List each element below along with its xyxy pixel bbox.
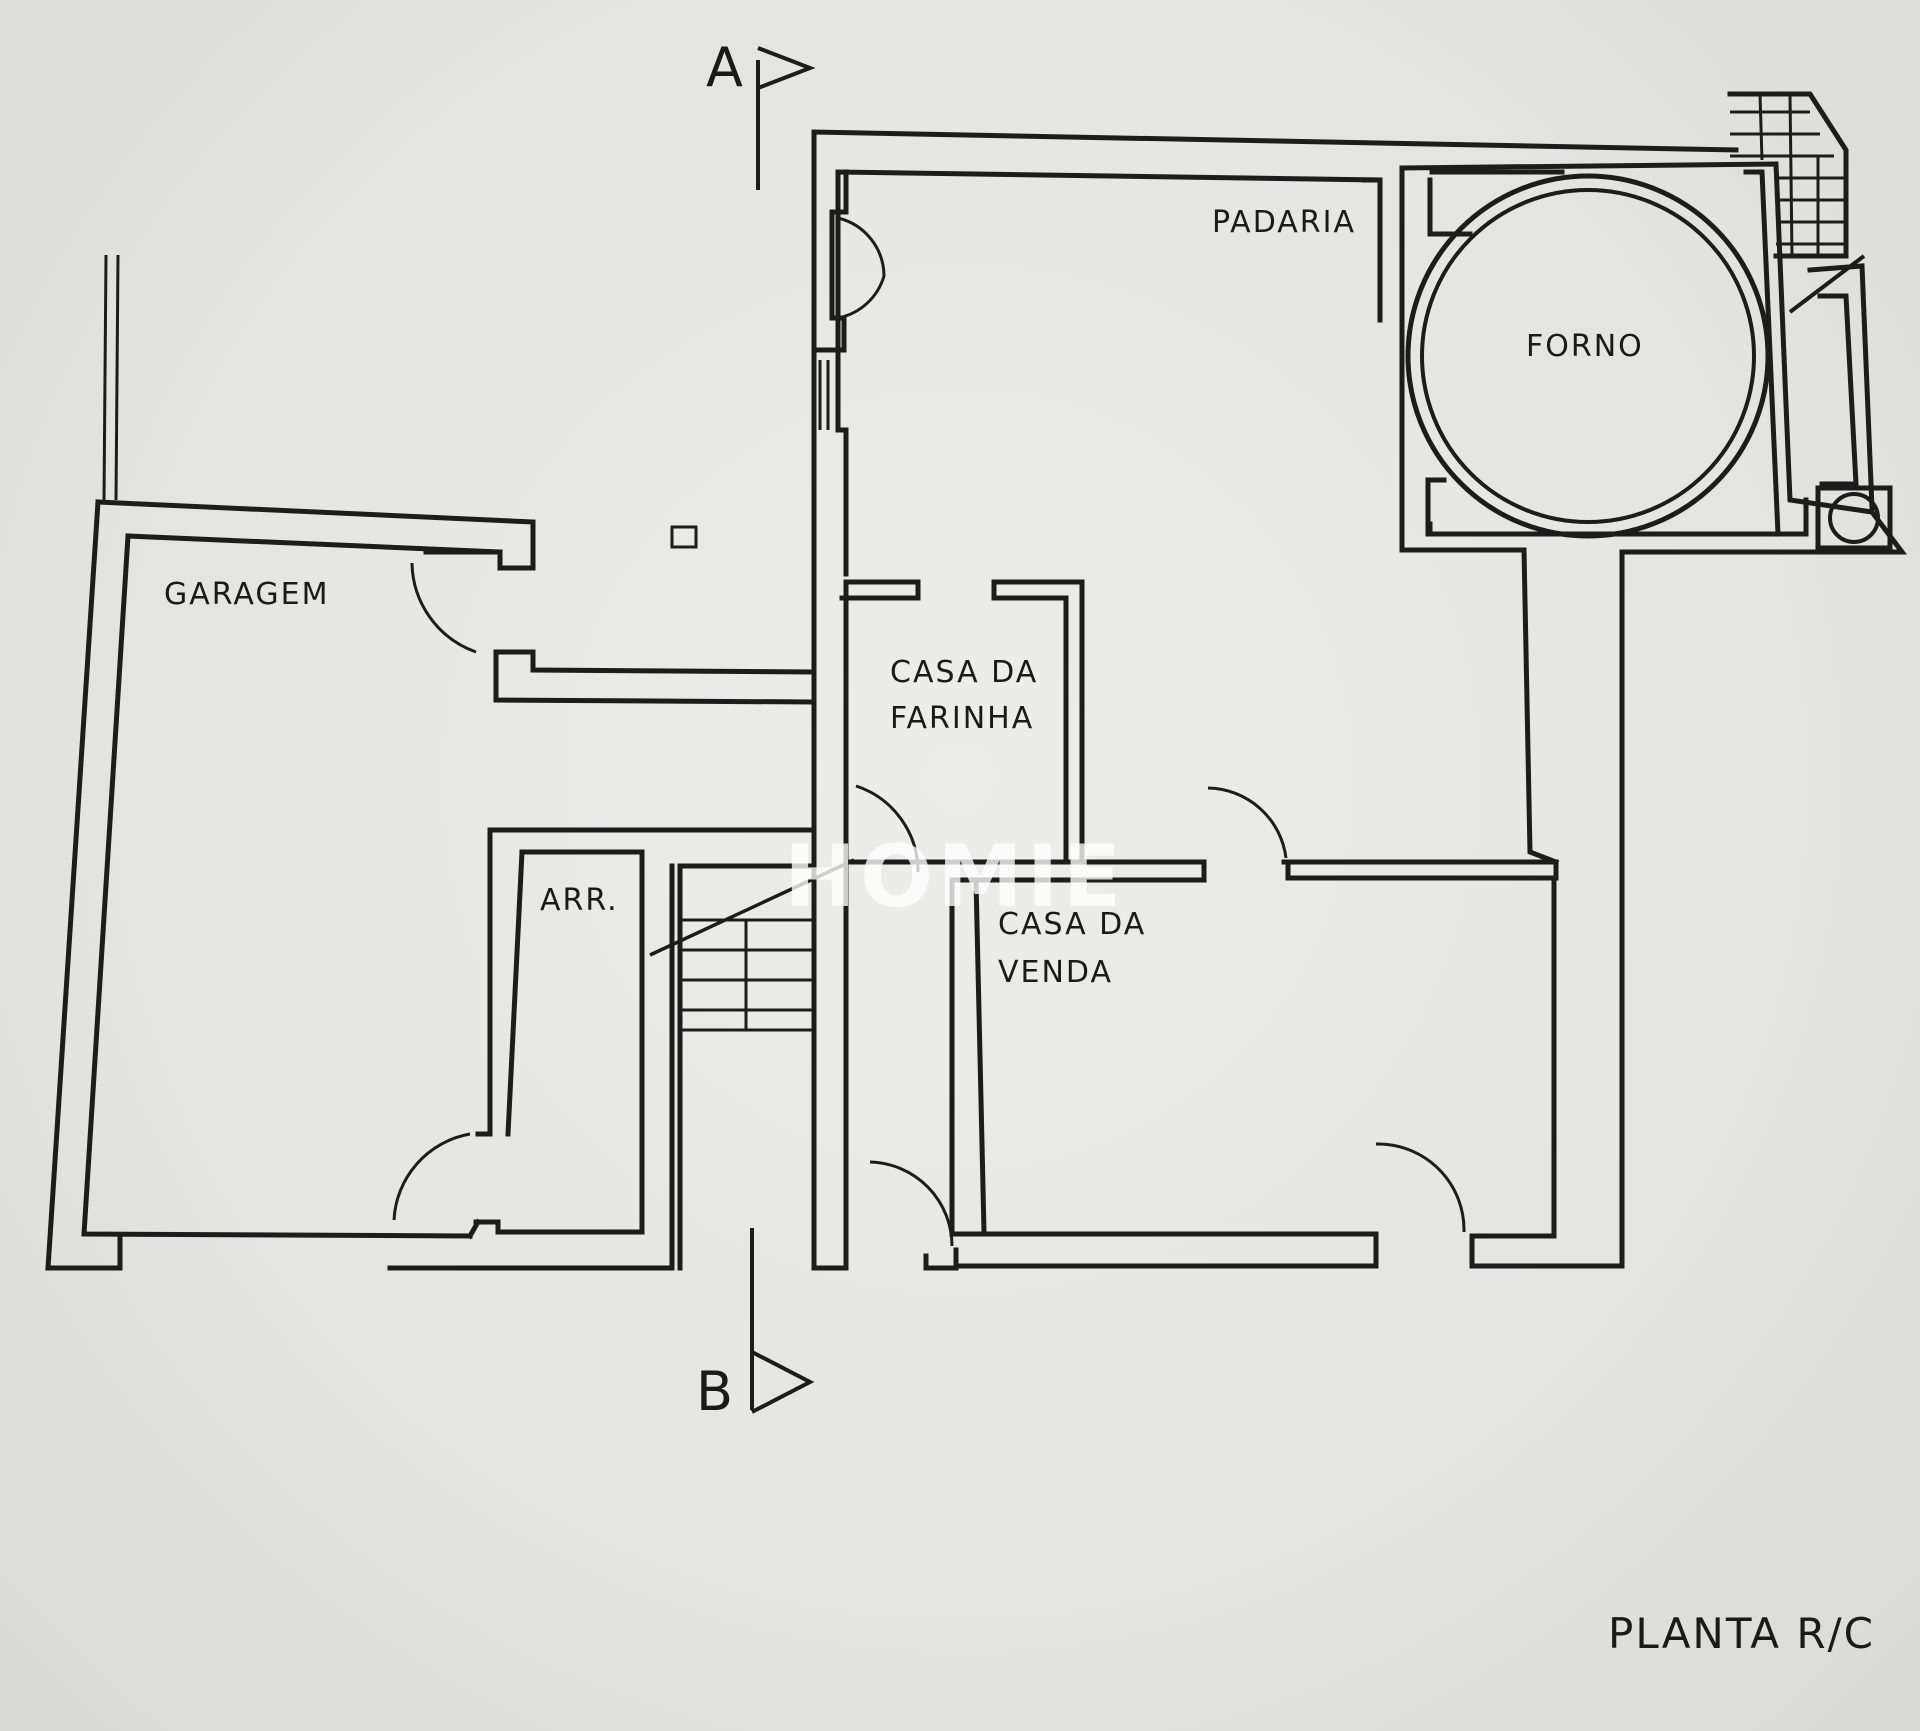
bakery-entrance-door-swing — [837, 216, 886, 320]
storage-door-swing — [392, 1132, 471, 1221]
room-label-casa-da-farinha-1: CASA DA — [890, 655, 1038, 690]
boundary-post — [102, 254, 120, 501]
garage-walls — [45, 499, 675, 1271]
sales-room-door-swing — [1207, 786, 1288, 859]
room-label-forno: FORNO — [1526, 329, 1644, 364]
bakery-walls — [811, 129, 1739, 1271]
room-label-arr: ARR. — [540, 883, 619, 918]
room-label-casa-da-farinha-2: FARINHA — [890, 701, 1034, 736]
room-label-padaria: PADARIA — [1212, 205, 1356, 240]
room-label-casa-da-venda-2: VENDA — [998, 955, 1113, 990]
chimney-box — [1815, 485, 1893, 551]
section-marker-a: A — [706, 36, 816, 190]
chimney-icon — [1828, 492, 1880, 544]
staircase — [649, 858, 855, 1271]
garage-door-swing — [410, 562, 477, 654]
sales-exit-door-swing — [1375, 1142, 1466, 1233]
corridor-walls — [493, 649, 815, 705]
section-label-b: B — [696, 1360, 733, 1423]
exterior-staircase — [1727, 91, 1875, 511]
watermark-logo: HOMIE — [784, 827, 1125, 927]
pillar-icon — [670, 525, 698, 549]
room-label-garagem: GARAGEM — [164, 577, 329, 612]
oven-inner-circle — [1420, 188, 1756, 524]
plan-title: PLANTA R/C — [1608, 1609, 1875, 1658]
oven-outer-circle — [1405, 173, 1771, 539]
corridor-exit-door-swing — [869, 1160, 954, 1247]
storage-walls — [466, 827, 815, 1240]
section-marker-b: B — [696, 1228, 815, 1423]
section-label-a: A — [706, 36, 743, 99]
room-label-casa-da-venda-1: CASA DA — [998, 907, 1146, 942]
flour-room-door-swing — [855, 784, 920, 873]
